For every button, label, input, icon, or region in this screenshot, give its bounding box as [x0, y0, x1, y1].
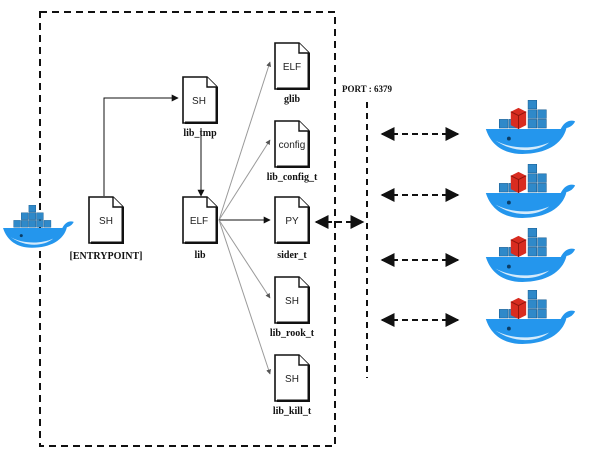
lib-kill-t-doc-label: SH — [285, 374, 299, 385]
glib-doc: ELF glib — [274, 42, 310, 105]
lib-kill-t-doc: SH lib_kill_t — [273, 354, 312, 417]
lib-to-config-line — [218, 139, 271, 221]
glib-caption: glib — [284, 94, 301, 105]
lib-rook-t-doc-label: SH — [285, 296, 299, 307]
docker-redis-whale-icon-2 — [485, 164, 576, 219]
redis-connections — [380, 127, 460, 327]
lib-rook-t-caption: lib_rook_t — [270, 328, 315, 339]
entrypoint-caption: [ENTRYPOINT] — [70, 251, 143, 262]
lib-doc-label: ELF — [190, 216, 208, 227]
lib-to-rook-line — [218, 219, 271, 299]
lib-caption: lib — [194, 250, 206, 261]
docker-redis-whale-icon-4 — [485, 290, 576, 345]
lib-to-kill-line — [218, 219, 271, 375]
lib-rook-t-doc: SH lib_rook_t — [270, 276, 315, 339]
sider-t-doc: PY sider_t — [274, 196, 310, 261]
connectors — [103, 61, 271, 375]
docker-whale-icon — [2, 205, 74, 248]
entrypoint-doc-label: SH — [99, 216, 113, 227]
port-label: PORT : 6379 — [342, 84, 393, 94]
glib-doc-label: ELF — [283, 62, 301, 73]
lib-tmp-doc-label: SH — [192, 96, 206, 107]
docker-redis-whale-icon-3 — [485, 228, 576, 283]
lib-doc: ELF lib — [182, 196, 218, 261]
sider-t-doc-label: PY — [285, 216, 299, 227]
sider-t-caption: sider_t — [277, 250, 307, 261]
lib-config-t-caption: lib_config_t — [267, 172, 318, 183]
lib-config-t-doc: config lib_config_t — [267, 120, 318, 183]
lib-tmp-caption: lib_tmp — [183, 128, 217, 139]
lib-config-t-doc-label: config — [279, 140, 306, 151]
entrypoint-doc: SH [ENTRYPOINT] — [70, 196, 143, 262]
lib-to-glib-line — [218, 61, 271, 221]
lib-kill-t-caption: lib_kill_t — [273, 406, 312, 417]
lib-tmp-doc: SH lib_tmp — [182, 76, 218, 139]
entrypoint-to-lib-tmp-arrow — [103, 94, 179, 196]
docker-redis-whale-icon-1 — [485, 100, 576, 155]
